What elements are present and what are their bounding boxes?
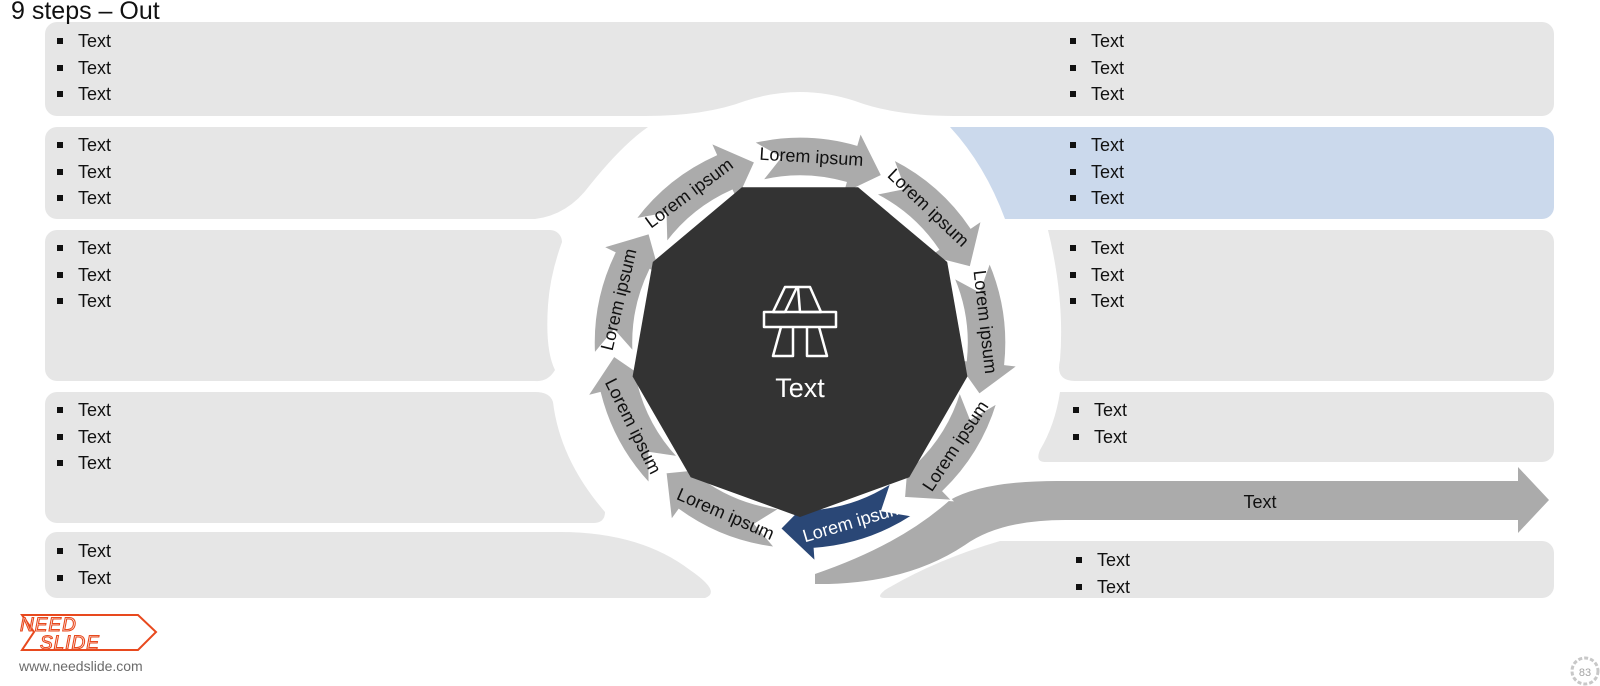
list-item: Text: [57, 159, 111, 186]
list-item: Text: [57, 28, 111, 55]
cycle-arrow-5: [751, 130, 883, 196]
list-item: Text: [1070, 81, 1124, 108]
list-item: Text: [1070, 185, 1124, 212]
panel-left-5: [45, 532, 711, 598]
needslide-logo: NEED SLIDE: [19, 614, 158, 655]
exit-arrow-label: Text: [1243, 492, 1276, 512]
center-nonagon: [632, 187, 968, 518]
exit-arrow: [815, 467, 1549, 585]
cycle-arrow-8: [903, 389, 999, 502]
list-item: Text: [1070, 28, 1124, 55]
panel-right-5-list: Text Text: [1076, 547, 1130, 600]
page-number-badge: 83: [1570, 656, 1600, 686]
panel-right-2: [950, 127, 1554, 219]
list-item: Text: [57, 235, 111, 262]
list-item: Text: [57, 185, 111, 212]
panel-right-4: [1038, 392, 1554, 462]
logo-text-slide: SLIDE: [40, 633, 100, 654]
panel-backgrounds: [45, 22, 1554, 598]
panel-left-3: [45, 230, 562, 382]
panel-right-4-list: Text Text: [1073, 397, 1127, 450]
list-item: Text: [57, 132, 111, 159]
list-item: Text: [57, 450, 111, 477]
panel-right-3: [1048, 230, 1554, 381]
logo-text-need: NEED: [20, 615, 77, 636]
list-item: Text: [1070, 55, 1124, 82]
panel-left-2: [45, 127, 648, 219]
list-item: Text: [57, 565, 111, 592]
list-item: Text: [57, 55, 111, 82]
website-url: www.needslide.com: [19, 658, 143, 674]
panel-left-1-list: Text Text Text: [57, 28, 111, 108]
panel-left-2-list: Text Text Text: [57, 132, 111, 212]
list-item: Text: [1070, 132, 1124, 159]
slide-title: 9 steps – Out: [11, 0, 160, 25]
panel-right-3-list: Text Text Text: [1070, 235, 1124, 315]
list-item: Text: [1073, 397, 1127, 424]
list-item: Text: [1070, 235, 1124, 262]
list-item: Text: [1070, 159, 1124, 186]
cycle-arrow-3: [593, 232, 662, 356]
list-item: Text: [1070, 288, 1124, 315]
list-item: Text: [57, 288, 111, 315]
panel-right-5: [880, 541, 1554, 598]
list-item: Text: [57, 397, 111, 424]
list-item: Text: [57, 538, 111, 565]
page-number: 83: [1579, 667, 1591, 679]
panel-top: [45, 22, 1554, 116]
cycle-arrow-2: [585, 354, 680, 486]
list-item: Text: [1076, 547, 1130, 574]
list-item: Text: [1073, 424, 1127, 451]
list-item: Text: [57, 81, 111, 108]
highway-icon: [762, 285, 838, 358]
panel-left-4: [45, 392, 605, 523]
panel-left-3-list: Text Text Text: [57, 235, 111, 315]
panel-left-4-list: Text Text Text: [57, 397, 111, 477]
list-item: Text: [1070, 262, 1124, 289]
panel-left-5-list: Text Text: [57, 538, 111, 591]
list-item: Text: [57, 424, 111, 451]
list-item: Text: [57, 262, 111, 289]
cycle-arrow-6: [873, 157, 983, 269]
panel-right-1-list: Text Text Text: [1070, 28, 1124, 108]
list-item: Text: [1076, 574, 1130, 601]
cycle-arrow-4: [633, 141, 756, 245]
cycle-arrow-9: [779, 481, 915, 564]
center-label: Text: [775, 373, 825, 403]
panel-right-2-list: Text Text Text: [1070, 132, 1124, 212]
cycle-arrow-1: [664, 467, 782, 549]
cycle-arrow-7: [952, 260, 1020, 396]
